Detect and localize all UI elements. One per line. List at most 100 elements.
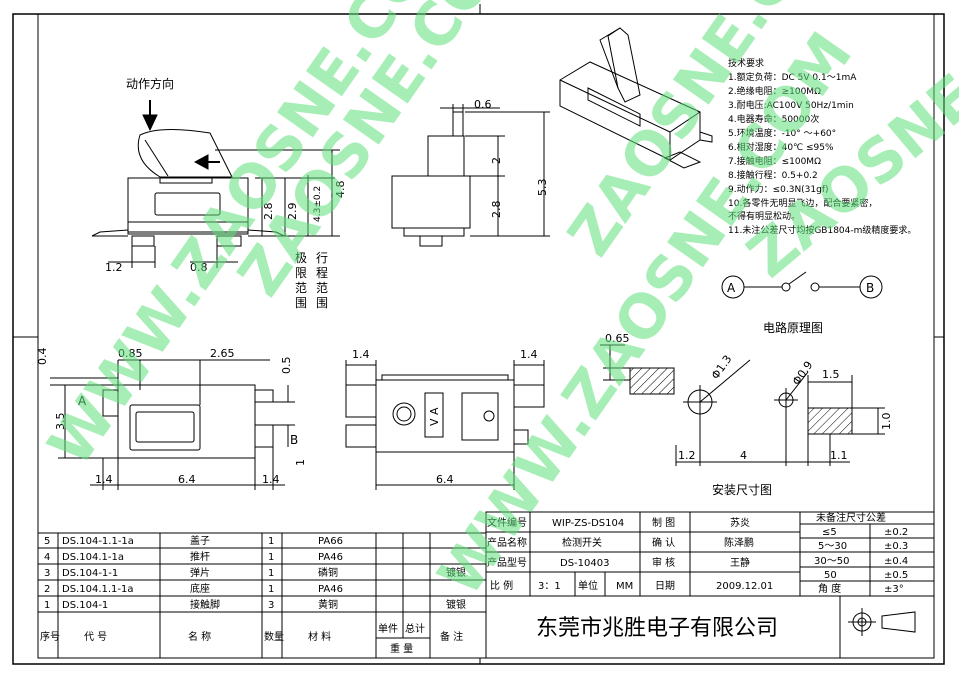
svg-text:黄铜: 黄铜 (318, 598, 338, 611)
svg-text:9.动作力：≤0.3N(31gf): 9.动作力：≤0.3N(31gf) (728, 183, 829, 195)
svg-text:1.额定负荷：DC 5V 0.1～1mA: 1.额定负荷：DC 5V 0.1～1mA (728, 71, 857, 83)
unit-value: MM (616, 581, 633, 592)
dim-2-65: 2.65 (210, 347, 235, 360)
svg-text:6.相对湿度：40℃ ≤95%: 6.相对湿度：40℃ ≤95% (728, 141, 834, 153)
svg-text:5: 5 (44, 536, 50, 547)
dim-1-5: 1.5 (822, 368, 840, 381)
svg-text:1: 1 (44, 600, 50, 611)
dim-6-4: 6.4 (178, 473, 196, 486)
svg-text:镀银: 镀银 (446, 598, 466, 611)
svg-text:程: 程 (316, 265, 328, 280)
bom-row-1: 1 DS.104-1 接触脚 3 黄铜 镀银 (44, 598, 466, 611)
svg-text:±0.3: ±0.3 (884, 541, 908, 552)
svg-text:10.各零件无明显飞边，配合要紧密，: 10.各零件无明显飞边，配合要紧密， (728, 197, 877, 209)
svg-text:角 度: 角 度 (818, 582, 841, 595)
svg-text:7.接触电阻：≤100MΩ: 7.接触电阻：≤100MΩ (728, 155, 821, 167)
svg-text:极: 极 (295, 251, 307, 265)
company-name: 东莞市兆胜电子有限公司 (536, 616, 778, 641)
svg-text:50: 50 (824, 570, 837, 581)
model-value: DS-10403 (560, 558, 609, 569)
circuit-diagram (721, 271, 883, 299)
bom-row-2: 2 DS.104.1.1-1a 底座 1 PA46 (44, 582, 343, 595)
svg-text:序号: 序号 (40, 630, 60, 643)
tech-requirements: 技术要求 1.额定负荷：DC 5V 0.1～1mA 2.绝缘电阻：≥100MΩ … (728, 57, 916, 236)
svg-text:3.耐电压:AC100V 50Hz/1min: 3.耐电压:AC100V 50Hz/1min (728, 99, 854, 111)
dim-1: 1 (294, 459, 307, 466)
va-mark: V A (428, 407, 441, 426)
dim-phi-1-3: Φ1.3 (709, 353, 735, 382)
dim-2-8-end: 2.8 (490, 201, 503, 219)
dim-2-8: 2.8 (262, 203, 275, 221)
svg-text:1: 1 (268, 536, 274, 547)
side-b-label: B (290, 433, 298, 447)
dim-0-85: 0.85 (118, 347, 143, 360)
dim-4-8: 4.8 (334, 181, 347, 199)
dim-6-4-b: 6.4 (436, 473, 454, 486)
svg-text:11.未注公差尺寸均按GB1804-m级精度要求。: 11.未注公差尺寸均按GB1804-m级精度要求。 (728, 224, 916, 236)
svg-text:备 注: 备 注 (440, 630, 463, 643)
side-a-label: A (78, 394, 87, 408)
side-view-actuator: 动作方向 (91, 76, 340, 268)
scale-label: 比 例 (490, 579, 513, 592)
svg-text:3: 3 (268, 600, 274, 611)
svg-text:5～30: 5～30 (818, 541, 847, 552)
tolerance-table: 未备注尺寸公差 ≤5 ±0.2 5～30 ±0.3 30～50 ±0.4 50 … (814, 511, 908, 595)
svg-text:PA66: PA66 (318, 536, 343, 547)
dim-0-8: 0.8 (190, 261, 208, 274)
svg-text:≤5: ≤5 (822, 527, 837, 538)
svg-text:DS.104.1-1a: DS.104.1-1a (62, 552, 124, 563)
dim-1-2-b: 1.2 (678, 449, 696, 462)
dim-1-4-b: 1.4 (262, 473, 280, 486)
unit-label: 单位 (578, 579, 598, 592)
svg-text:±3°: ±3° (884, 584, 904, 595)
bottom-view (345, 360, 545, 490)
svg-text:PA46: PA46 (318, 584, 343, 595)
svg-text:代 号: 代 号 (84, 631, 107, 643)
svg-text:范: 范 (295, 281, 307, 295)
dim-4: 4 (740, 449, 747, 462)
draw-value: 苏炎 (730, 516, 750, 529)
dim-1-4-c: 1.4 (352, 348, 370, 361)
top-view (50, 359, 295, 490)
svg-text:8.接触行程：0.5+0.2: 8.接触行程：0.5+0.2 (728, 169, 818, 181)
dim-3-5: 3.5 (54, 413, 67, 431)
isometric-view (559, 27, 713, 169)
dim-1-0: 1.0 (880, 413, 893, 431)
dim-2: 2 (490, 157, 503, 164)
svg-text:不得有明显松动。: 不得有明显松动。 (728, 210, 800, 222)
svg-text:3: 3 (44, 568, 50, 579)
svg-text:盖子: 盖子 (190, 534, 210, 547)
limit-range-label: 极 限 范 围 (295, 251, 307, 310)
confirm-label: 确 认 (652, 536, 675, 549)
bom-row-3: 3 DS.104-1-1 弹片 1 磷铜 镀银 (44, 566, 466, 579)
svg-text:围: 围 (316, 296, 328, 310)
bom-header: 序号 代 号 名 称 数量 材 料 单件 总计 重 量 备 注 (40, 622, 463, 655)
install-title: 安装尺寸图 (712, 482, 772, 497)
svg-text:5.环境温度：-10° ～+60°: 5.环境温度：-10° ～+60° (728, 127, 836, 139)
product-label: 产品名称 (487, 536, 527, 549)
svg-text:1: 1 (268, 568, 274, 579)
travel-range-label: 行 程 范 围 (316, 251, 328, 310)
dim-0-6: 0.6 (474, 98, 492, 111)
svg-text:1: 1 (268, 552, 274, 563)
svg-text:接触脚: 接触脚 (190, 598, 220, 611)
svg-text:材 料: 材 料 (308, 630, 331, 643)
svg-text:围: 围 (295, 296, 307, 310)
end-view (391, 104, 550, 247)
svg-text:数量: 数量 (264, 630, 284, 643)
date-value: 2009.12.01 (716, 581, 773, 592)
model-label: 产品型号 (487, 556, 527, 569)
file-label: 文件编号 (487, 516, 527, 529)
svg-text:磷铜: 磷铜 (318, 566, 338, 579)
bom-table (37, 532, 487, 659)
dim-0-5: 0.5 (280, 357, 293, 375)
date-label: 日期 (655, 580, 675, 592)
draw-label: 制 图 (652, 516, 675, 529)
review-value: 王静 (730, 556, 750, 569)
svg-text:范: 范 (316, 281, 328, 295)
review-label: 审 核 (652, 556, 675, 569)
svg-text:DS.104.1.1-1a: DS.104.1.1-1a (62, 584, 134, 595)
svg-text:弹片: 弹片 (190, 566, 210, 579)
dim-phi-0-9: Φ0.9 (790, 359, 816, 388)
svg-text:30～50: 30～50 (814, 556, 849, 567)
